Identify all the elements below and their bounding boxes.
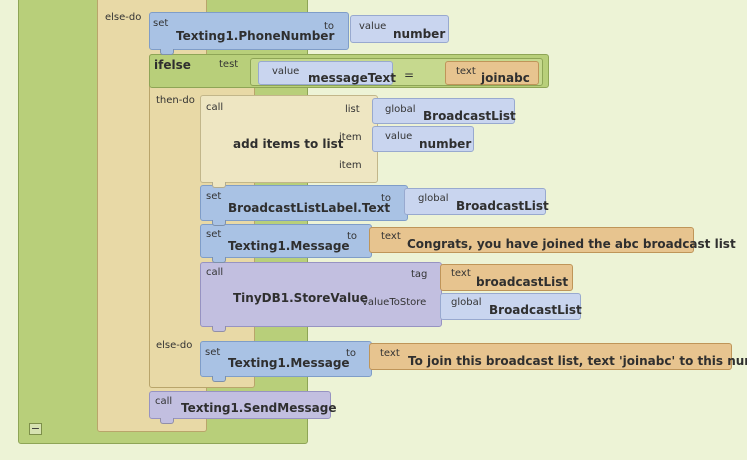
set-phone-to-label: to <box>324 21 335 32</box>
congrats-text-label: text <box>381 231 401 242</box>
join-text-label: text <box>380 348 400 359</box>
add-items-item-label-2: item <box>339 160 362 171</box>
joinabc-text-block[interactable] <box>445 61 539 85</box>
outer-else-do-label: else-do <box>105 12 142 23</box>
set-label-set: set <box>206 191 222 202</box>
tinydb-tag-label: tag <box>411 269 428 280</box>
connector-notch <box>212 326 226 332</box>
add-items-item-label-1: item <box>339 132 362 143</box>
add-items-block[interactable] <box>200 95 378 183</box>
send-message-block[interactable] <box>149 391 331 419</box>
broadcast-list-getter-3[interactable] <box>440 293 581 320</box>
set-message-join-block[interactable] <box>200 341 372 377</box>
tinydb-call-label: call <box>206 267 224 278</box>
joinabc-value: joinabc <box>481 71 530 85</box>
set-broadcast-label-block[interactable] <box>200 185 408 221</box>
connector-notch <box>160 49 174 55</box>
global-label-1: global <box>385 104 416 115</box>
number-getter[interactable] <box>350 15 449 43</box>
number-value-label: value <box>359 21 387 32</box>
broadcast-list-var-1: BroadcastList <box>423 109 516 123</box>
set-join-set: set <box>205 347 221 358</box>
add-items-list-label: list <box>345 104 360 115</box>
join-text-value: To join this broadcast list, text 'joina… <box>408 354 747 368</box>
tinydb-store-block[interactable] <box>200 262 442 327</box>
number-var: number <box>393 27 446 41</box>
broadcastlist-text-block[interactable] <box>440 264 573 291</box>
connector-notch <box>212 182 226 188</box>
set-join-target: Texting1.Message <box>228 356 350 370</box>
set-label-to: to <box>381 193 392 204</box>
set-join-to: to <box>346 348 357 359</box>
equals-operator[interactable]: = <box>404 68 415 82</box>
message-text-var: messageText <box>308 71 396 85</box>
set-message-congrats-block[interactable] <box>200 224 372 258</box>
set-phone-target: Texting1.PhoneNumber <box>176 29 335 43</box>
event-block-inner <box>30 0 102 427</box>
ifelse-label: ifelse <box>154 58 191 72</box>
tinydb-valuetostore-label: valueToStore <box>362 297 427 308</box>
message-value-label: value <box>272 66 300 77</box>
add-items-title: add items to list <box>233 137 344 151</box>
collapse-icon: − <box>30 422 41 435</box>
join-text-block[interactable] <box>369 343 732 370</box>
set-phone-number-block[interactable] <box>149 12 349 50</box>
global-label-3: global <box>451 297 482 308</box>
tag-text-label: text <box>451 268 471 279</box>
connector-notch <box>212 220 226 226</box>
message-text-getter[interactable] <box>258 61 393 85</box>
tinydb-title: TinyDB1.StoreValue <box>233 291 368 305</box>
set-congrats-target: Texting1.Message <box>228 239 350 253</box>
broadcast-list-getter-1[interactable] <box>372 98 515 124</box>
broadcast-list-var-2: BroadcastList <box>456 199 549 213</box>
set-congrats-to: to <box>347 231 358 242</box>
ifelse-test-label: test <box>219 59 239 70</box>
number-var-2: number <box>419 137 472 151</box>
number-getter-2[interactable] <box>372 126 474 152</box>
broadcast-list-var-3: BroadcastList <box>489 303 582 317</box>
add-items-call-label: call <box>206 102 224 113</box>
global-label-2: global <box>418 193 449 204</box>
tag-text-value: broadcastList <box>476 275 569 289</box>
send-call-label: call <box>155 396 173 407</box>
broadcast-list-getter-2[interactable] <box>404 188 546 215</box>
set-congrats-set: set <box>206 229 222 240</box>
set-label-target: BroadcastListLabel.Text <box>228 201 391 215</box>
connector-notch <box>160 418 174 424</box>
connector-notch <box>212 376 226 382</box>
collapse-button[interactable]: − <box>29 423 42 435</box>
congrats-text-block[interactable] <box>369 227 694 253</box>
connector-notch <box>212 257 226 263</box>
set-phone-set-label: set <box>153 18 169 29</box>
congrats-text-value: Congrats, you have joined the abc broadc… <box>407 237 736 251</box>
joinabc-text-label: text <box>456 66 476 77</box>
send-message-title: Texting1.SendMessage <box>181 401 337 415</box>
then-do-label: then-do <box>156 95 195 106</box>
number-value-label-2: value <box>385 131 413 142</box>
inner-else-do-label: else-do <box>156 340 193 351</box>
